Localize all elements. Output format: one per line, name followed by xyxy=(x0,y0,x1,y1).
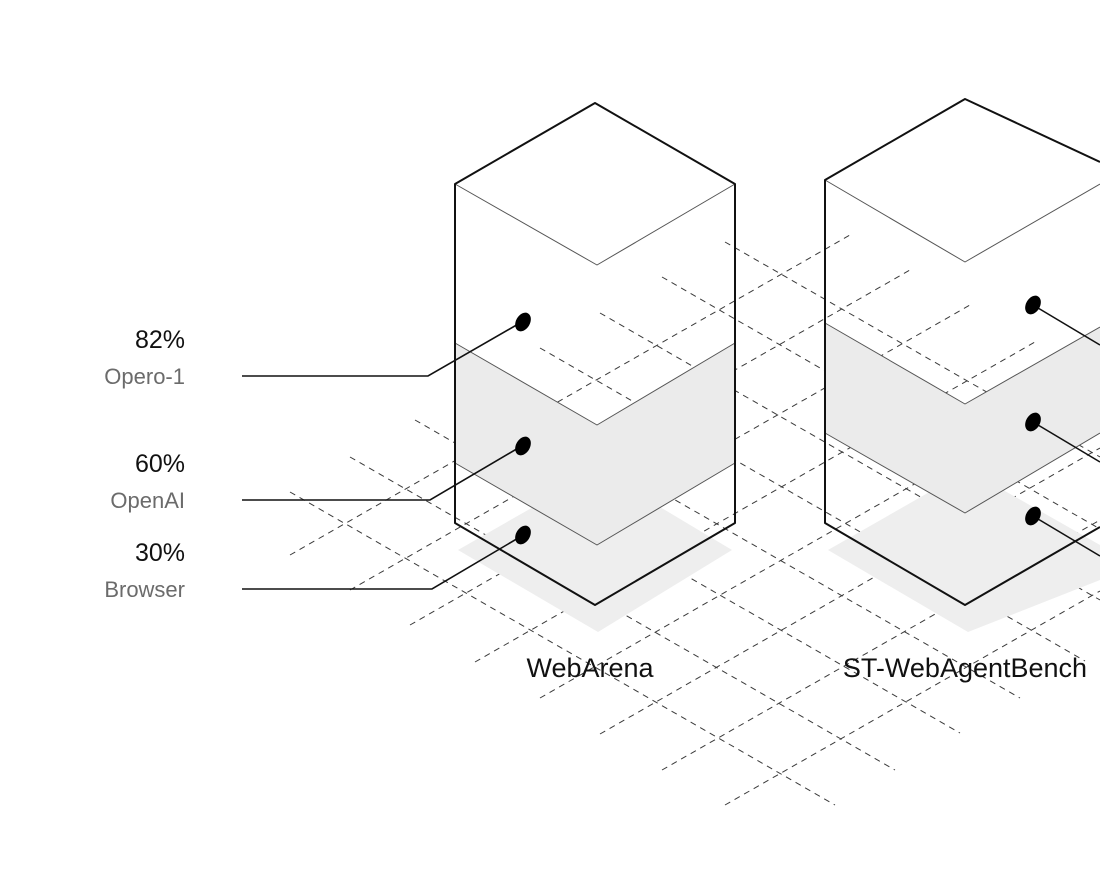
leader-line-st-middle xyxy=(1032,421,1100,463)
webarena-shaded-band xyxy=(455,343,735,545)
score-name-openai: OpenAI xyxy=(110,488,185,513)
leader-line-st-top xyxy=(1032,304,1100,346)
score-value-browser: 30% xyxy=(135,539,185,567)
webarena-outline xyxy=(454,102,736,606)
st-webagentbench-shaded-band xyxy=(825,323,1100,513)
grid-line xyxy=(539,377,1100,699)
webarena-top-face-edge xyxy=(454,183,736,266)
score-name-opero-1: Opero-1 xyxy=(104,364,185,389)
leader-line-openai xyxy=(242,446,521,501)
grid-line xyxy=(724,590,1100,806)
webarena-shadow xyxy=(458,470,732,632)
score-legend: 82% Opero-1 60% OpenAI 30% Browser xyxy=(104,326,185,602)
grid-line xyxy=(661,276,1100,530)
grid-line xyxy=(599,312,1100,601)
webarena-band-bottom-edge xyxy=(454,462,736,546)
benchmark-label-st-webagentbench: ST-WebAgentBench xyxy=(843,653,1087,683)
webarena-band-top-edge xyxy=(454,342,736,426)
marker-dot xyxy=(1025,412,1041,432)
marker-dot xyxy=(1025,295,1041,315)
st-webagentbench-band-top-edge xyxy=(824,322,1100,405)
leader-line-opero-1 xyxy=(242,322,521,377)
webarena-column xyxy=(454,102,736,606)
grid-line xyxy=(539,347,1086,662)
score-name-browser: Browser xyxy=(104,577,185,602)
st-webagentbench-outline xyxy=(824,98,1100,606)
grid-line xyxy=(349,456,896,771)
marker-dot xyxy=(1025,506,1041,526)
marker-dot xyxy=(515,312,531,332)
grid-line xyxy=(289,234,851,556)
benchmark-label-webarena: WebArena xyxy=(526,653,654,683)
score-value-opero-1: 82% xyxy=(135,326,185,354)
st-webagentbench-column xyxy=(824,98,1100,606)
marker-dot xyxy=(515,436,531,456)
grid-line xyxy=(474,341,1036,663)
score-value-openai: 60% xyxy=(135,450,185,478)
st-webagentbench-band-bottom-edge xyxy=(824,432,1100,514)
st-webagentbench-top-face-edge xyxy=(824,179,1100,263)
grid-line xyxy=(599,447,1100,735)
leader-line-browser xyxy=(242,536,521,590)
leader-line-st-bottom xyxy=(1032,515,1100,557)
grid-line xyxy=(289,491,836,806)
marker-dot xyxy=(515,525,531,545)
